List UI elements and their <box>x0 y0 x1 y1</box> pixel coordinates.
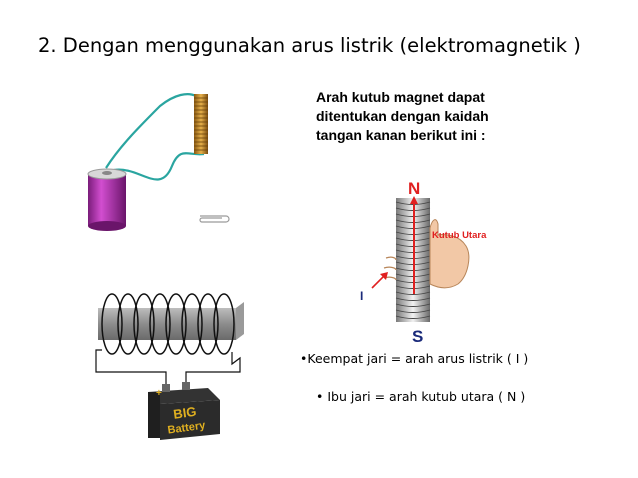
thumb-icon <box>429 219 439 238</box>
paperclip-icon <box>199 215 230 223</box>
description-line-3: tangan kanan berikut ini : <box>316 127 486 143</box>
bullet-fingers: •Keempat jari = arah arus listrik ( I ) <box>300 351 529 366</box>
battery-terminal-minus <box>182 382 190 390</box>
battery-brand-1: BIG <box>172 404 197 422</box>
south-label: S <box>412 327 423 346</box>
battery-coil-illustration <box>80 86 240 236</box>
cell-body <box>88 174 126 226</box>
battery-terminal-plus <box>162 384 170 392</box>
hand-icon <box>429 233 470 289</box>
slide-title: 2. Dengan menggunakan arus listrik (elek… <box>38 34 581 57</box>
solenoid-battery-circuit: + BIG Battery <box>90 284 270 444</box>
coil-windings <box>101 293 235 355</box>
battery-body <box>160 400 220 440</box>
copper-coil <box>194 94 208 154</box>
current-arrow-icon <box>380 272 388 280</box>
rule-description: Arah kutub magnet dapat ditentukan denga… <box>316 88 546 145</box>
wire-right <box>113 152 205 181</box>
battery-plus-sign: + <box>156 388 162 399</box>
right-hand-rule-illustration: N S Kutub Utara I <box>356 176 516 346</box>
wire-left <box>105 93 197 169</box>
description-line-1: Arah kutub magnet dapat <box>316 89 485 105</box>
field-arrow-icon <box>410 196 418 204</box>
pole-label: Kutub Utara <box>432 230 487 241</box>
current-label: I <box>360 289 363 303</box>
north-label: N <box>408 179 420 198</box>
bullet-thumb: • Ibu jari = arah kutub utara ( N ) <box>316 389 526 404</box>
battery-brand-2: Battery <box>167 419 207 436</box>
description-line-2: ditentukan dengan kaidah <box>316 108 489 124</box>
